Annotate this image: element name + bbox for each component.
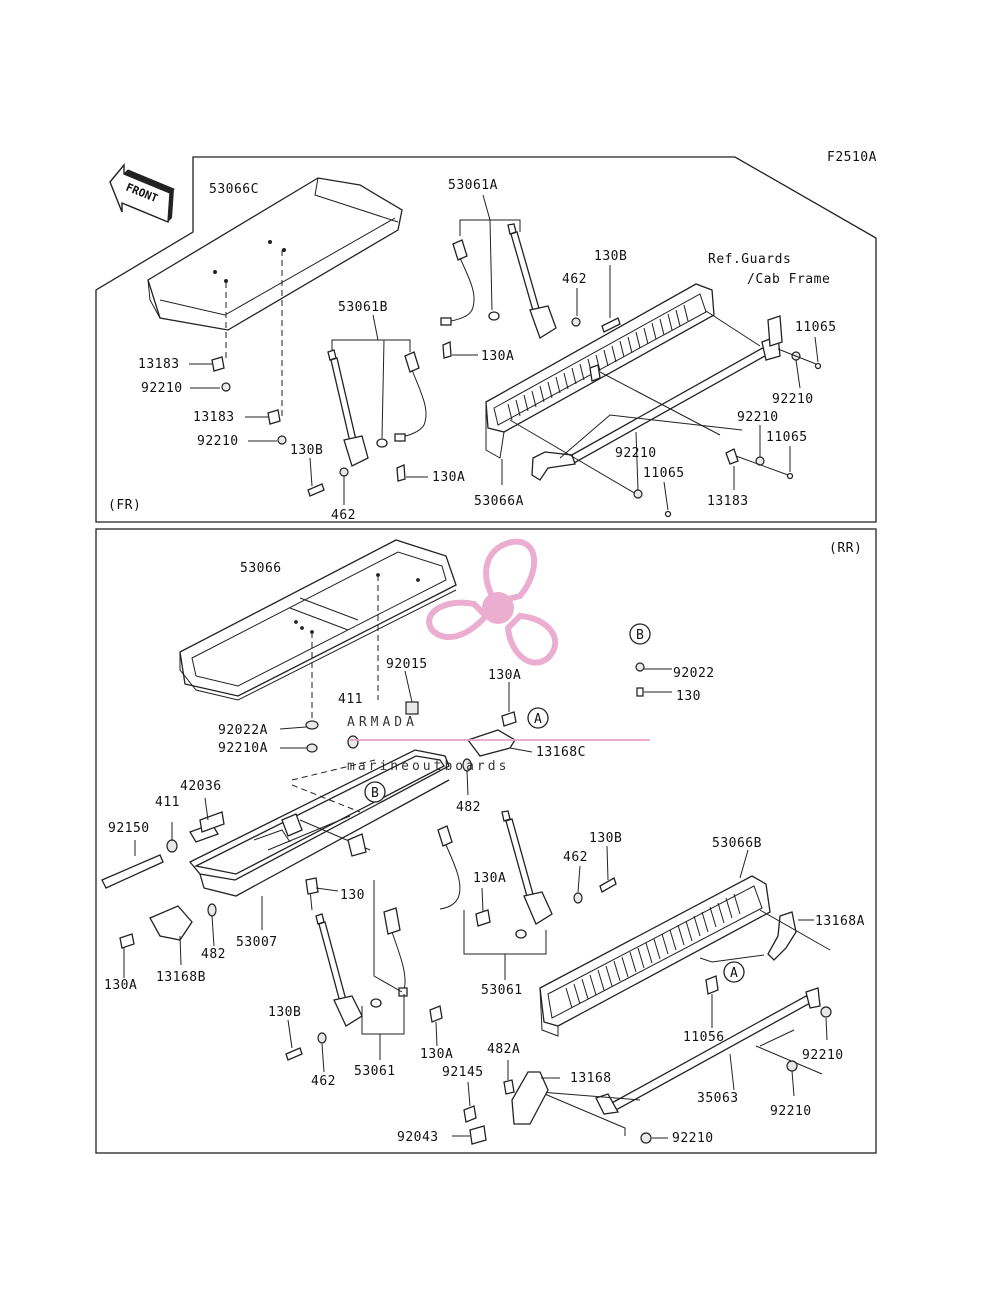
label-92210-right-b: 92210	[737, 410, 779, 425]
label-11056: 11056	[683, 1030, 725, 1045]
seat-belt-53061-right	[437, 810, 617, 939]
support-bar	[531, 315, 783, 481]
watermark-brand: ARMADA	[347, 715, 418, 730]
ref-guards-line1: Ref.Guards	[708, 252, 791, 267]
label-130-b: 130	[340, 888, 365, 903]
label-13168a: 13168A	[815, 914, 865, 929]
label-92210-a: 92210	[802, 1048, 844, 1063]
label-130b-mid: 130B	[290, 443, 323, 458]
label-130a-a: 130A	[488, 668, 521, 683]
label-130a-top: 130A	[481, 349, 514, 364]
label-13168: 13168	[570, 1071, 612, 1086]
label-92210-right-a: 92210	[772, 392, 814, 407]
label-92015: 92015	[386, 657, 428, 672]
seat-back-53066b	[539, 875, 771, 1037]
label-a-b: A	[730, 966, 738, 981]
label-53066: 53066	[240, 561, 282, 576]
label-92210-e: 92210	[615, 446, 657, 461]
seat-frame-53007	[188, 749, 450, 897]
seat-base-53066	[179, 539, 457, 701]
label-130b-b: 130B	[268, 1005, 301, 1020]
propeller-icon	[426, 538, 559, 666]
label-53007: 53007	[236, 935, 278, 950]
label-130b-top: 130B	[594, 249, 627, 264]
label-53061b: 53061B	[338, 300, 388, 315]
label-482-a: 482	[456, 800, 481, 815]
rr-panel-border	[95, 528, 877, 1154]
label-53061-a: 53061	[481, 983, 523, 998]
seat-back-53066a	[485, 283, 715, 459]
seat-belt-53061a	[440, 223, 557, 339]
label-92022a: 92022A	[218, 723, 268, 738]
seat-cushion-53066c	[147, 177, 403, 331]
label-11065-c: 11065	[643, 466, 685, 481]
label-462-top: 462	[562, 272, 587, 287]
label-b-top: B	[636, 628, 644, 643]
seat-belt-53061b	[327, 349, 427, 467]
label-411-a: 411	[338, 692, 363, 707]
label-92210-b: 92210	[197, 434, 239, 449]
label-482-b: 482	[201, 947, 226, 962]
watermark-tagline: marineoutboards	[347, 759, 509, 774]
label-130b-a: 130B	[589, 831, 622, 846]
rr-panel: (RR) 53066 B 92022 92015 130A 130 411 A …	[95, 528, 877, 1154]
armada-watermark: ARMADA marineoutboards	[347, 538, 650, 774]
fr-panel: FRONT	[95, 150, 877, 523]
label-35063: 35063	[697, 1091, 739, 1106]
label-92210-a: 92210	[141, 381, 183, 396]
label-92210-b: 92210	[770, 1104, 812, 1119]
support-bar-35063	[595, 987, 821, 1115]
diagram-code: F2510A	[827, 150, 877, 165]
label-53066c: 53066C	[209, 182, 259, 197]
label-130-a: 130	[676, 689, 701, 704]
label-b-mid: B	[371, 786, 379, 801]
label-130a-d: 130A	[420, 1047, 453, 1062]
label-13183-b: 13183	[193, 410, 235, 425]
label-11065-a: 11065	[795, 320, 837, 335]
clip-13183-b	[267, 409, 287, 445]
label-92043: 92043	[397, 1130, 439, 1145]
label-130a-b: 130A	[473, 871, 506, 886]
section-fr-label: (FR)	[108, 498, 141, 513]
front-arrow-icon: FRONT	[109, 163, 175, 224]
label-a-a: A	[534, 712, 542, 727]
fr-panel-border	[95, 156, 877, 523]
label-42036: 42036	[180, 779, 222, 794]
label-13168c: 13168C	[536, 745, 586, 760]
label-13183-c: 13183	[707, 494, 749, 509]
label-13183-a: 13183	[138, 357, 180, 372]
label-92150: 92150	[108, 821, 150, 836]
label-92210a: 92210A	[218, 741, 268, 756]
label-130a-mid: 130A	[432, 470, 465, 485]
label-53061-b: 53061	[354, 1064, 396, 1079]
label-482a: 482A	[487, 1042, 520, 1057]
label-92210-c: 92210	[672, 1131, 714, 1146]
label-462-mid: 462	[331, 508, 356, 523]
label-462-a: 462	[563, 850, 588, 865]
label-53066b: 53066B	[712, 836, 762, 851]
seat-belt-53061-left	[285, 907, 443, 1061]
label-53066a: 53066A	[474, 494, 524, 509]
label-13168b: 13168B	[156, 970, 206, 985]
ref-guards-line2: /Cab Frame	[747, 272, 830, 287]
label-130a-c: 130A	[104, 978, 137, 993]
label-462-b: 462	[311, 1074, 336, 1089]
section-rr-label: (RR)	[829, 541, 862, 556]
label-92145: 92145	[442, 1065, 484, 1080]
label-53061a: 53061A	[448, 178, 498, 193]
label-92022: 92022	[673, 666, 715, 681]
clip-13183-a	[211, 356, 231, 392]
label-11065-b: 11065	[766, 430, 808, 445]
label-411-b: 411	[155, 795, 180, 810]
